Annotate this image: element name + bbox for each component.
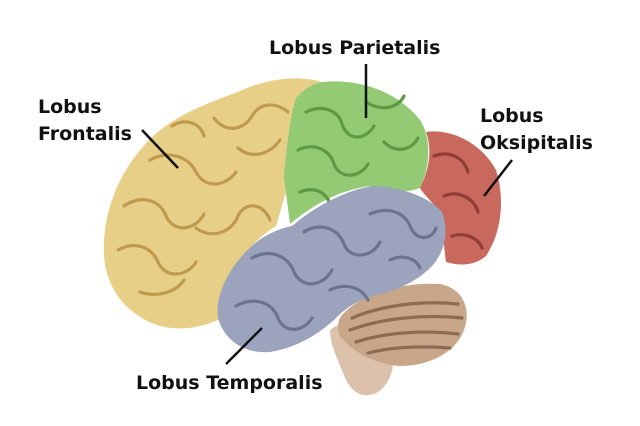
label-frontal-lobe: Lobus Frontalis [38, 94, 132, 148]
leader-line-temporal [225, 327, 263, 365]
label-parietal-lobe: Lobus Parietalis [269, 37, 441, 59]
leader-lines [141, 64, 513, 365]
cerebellum-folds [348, 301, 464, 355]
label-temporal-lobe: Lobus Temporalis [136, 372, 323, 394]
leader-line-frontal [141, 129, 179, 169]
label-frontal-line2: Frontalis [38, 123, 132, 145]
frontal-folds [116, 103, 290, 296]
label-occipital-line1: Lobus [480, 105, 544, 127]
leader-line-occipital [483, 159, 513, 197]
label-frontal-line1: Lobus [38, 96, 102, 118]
occipital-lobe [420, 131, 502, 265]
label-occipital-line2: Oksipitalis [480, 132, 593, 154]
label-occipital-lobe: Lobus Oksipitalis [480, 103, 593, 157]
parietal-folds [296, 94, 420, 206]
occipital-folds [432, 152, 484, 250]
temporal-folds [234, 208, 438, 331]
